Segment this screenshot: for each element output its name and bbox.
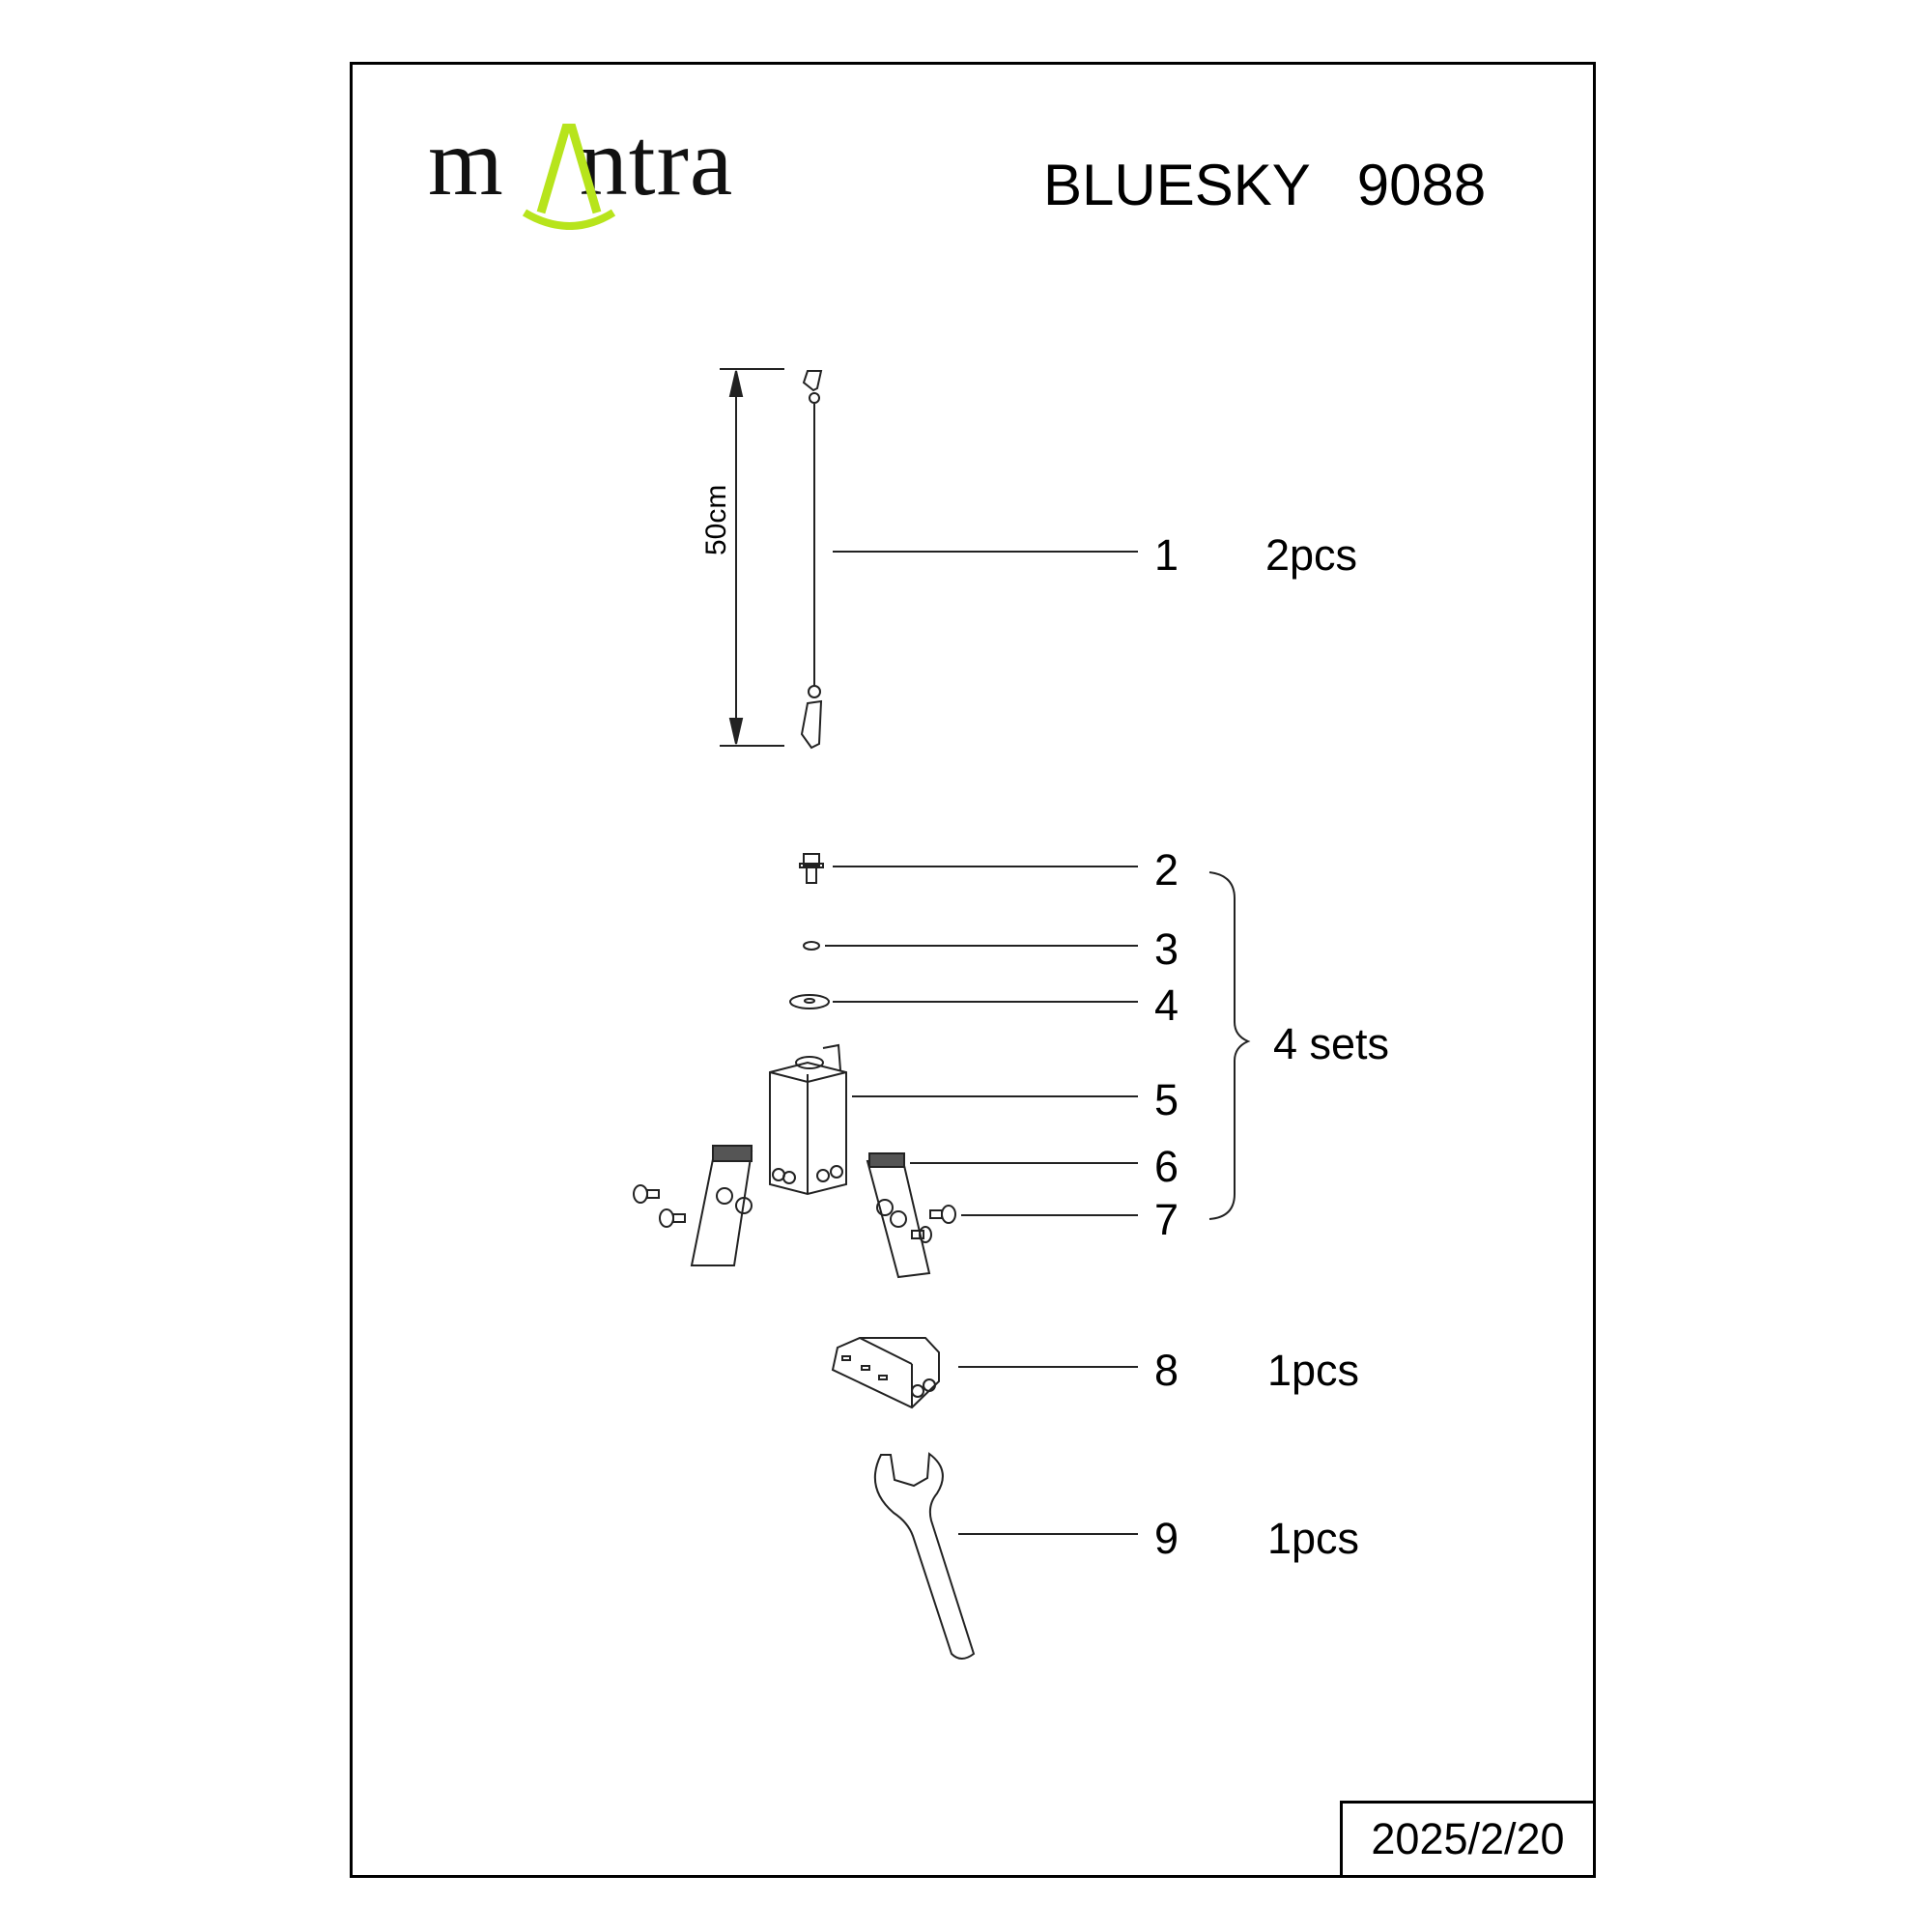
screw-icon: [633, 1184, 956, 1243]
part-number-8: 8: [1154, 1346, 1179, 1395]
part-number-6: 6: [1154, 1142, 1179, 1191]
part-number-7: 7: [1154, 1195, 1179, 1244]
part-qty-8: 1pcs: [1267, 1346, 1360, 1395]
product-title: BLUESKY 9088: [1043, 156, 1486, 214]
product-name: BLUESKY: [1043, 153, 1311, 217]
date-box: 2025/2/20: [1340, 1801, 1596, 1878]
wire-connector-icon: [831, 1337, 940, 1409]
group-qty: 4 sets: [1273, 1019, 1390, 1068]
flat-washer-icon: [789, 994, 830, 1009]
cable-icon: [800, 370, 823, 750]
logo-text-right: ntra: [579, 108, 734, 215]
part-number-2: 2: [1154, 845, 1179, 895]
part-number-5: 5: [1154, 1075, 1179, 1124]
logo-text-left: m: [428, 108, 504, 215]
bolt-icon: [799, 853, 824, 884]
small-washer-icon: [803, 941, 820, 951]
part-qty-1: 2pcs: [1265, 530, 1358, 580]
dimension-line: [720, 368, 784, 747]
group-bracket: [1208, 871, 1251, 1220]
logo-smile-icon: [522, 124, 616, 230]
part-qty-9: 1pcs: [1267, 1514, 1360, 1563]
part-number-4: 4: [1154, 980, 1179, 1030]
document-date: 2025/2/20: [1371, 1814, 1565, 1863]
spring-clip-right-icon: [866, 1152, 931, 1279]
part-number-9: 9: [1154, 1514, 1179, 1563]
page-border: [350, 62, 1596, 1878]
mounting-block-icon: [769, 1043, 847, 1196]
wrench-icon: [873, 1452, 976, 1660]
model-number: 9088: [1356, 153, 1487, 217]
part-number-3: 3: [1154, 924, 1179, 974]
spring-clip-left-icon: [690, 1145, 753, 1266]
dimension-label: 50cm: [700, 484, 732, 555]
part-number-1: 1: [1154, 530, 1179, 580]
